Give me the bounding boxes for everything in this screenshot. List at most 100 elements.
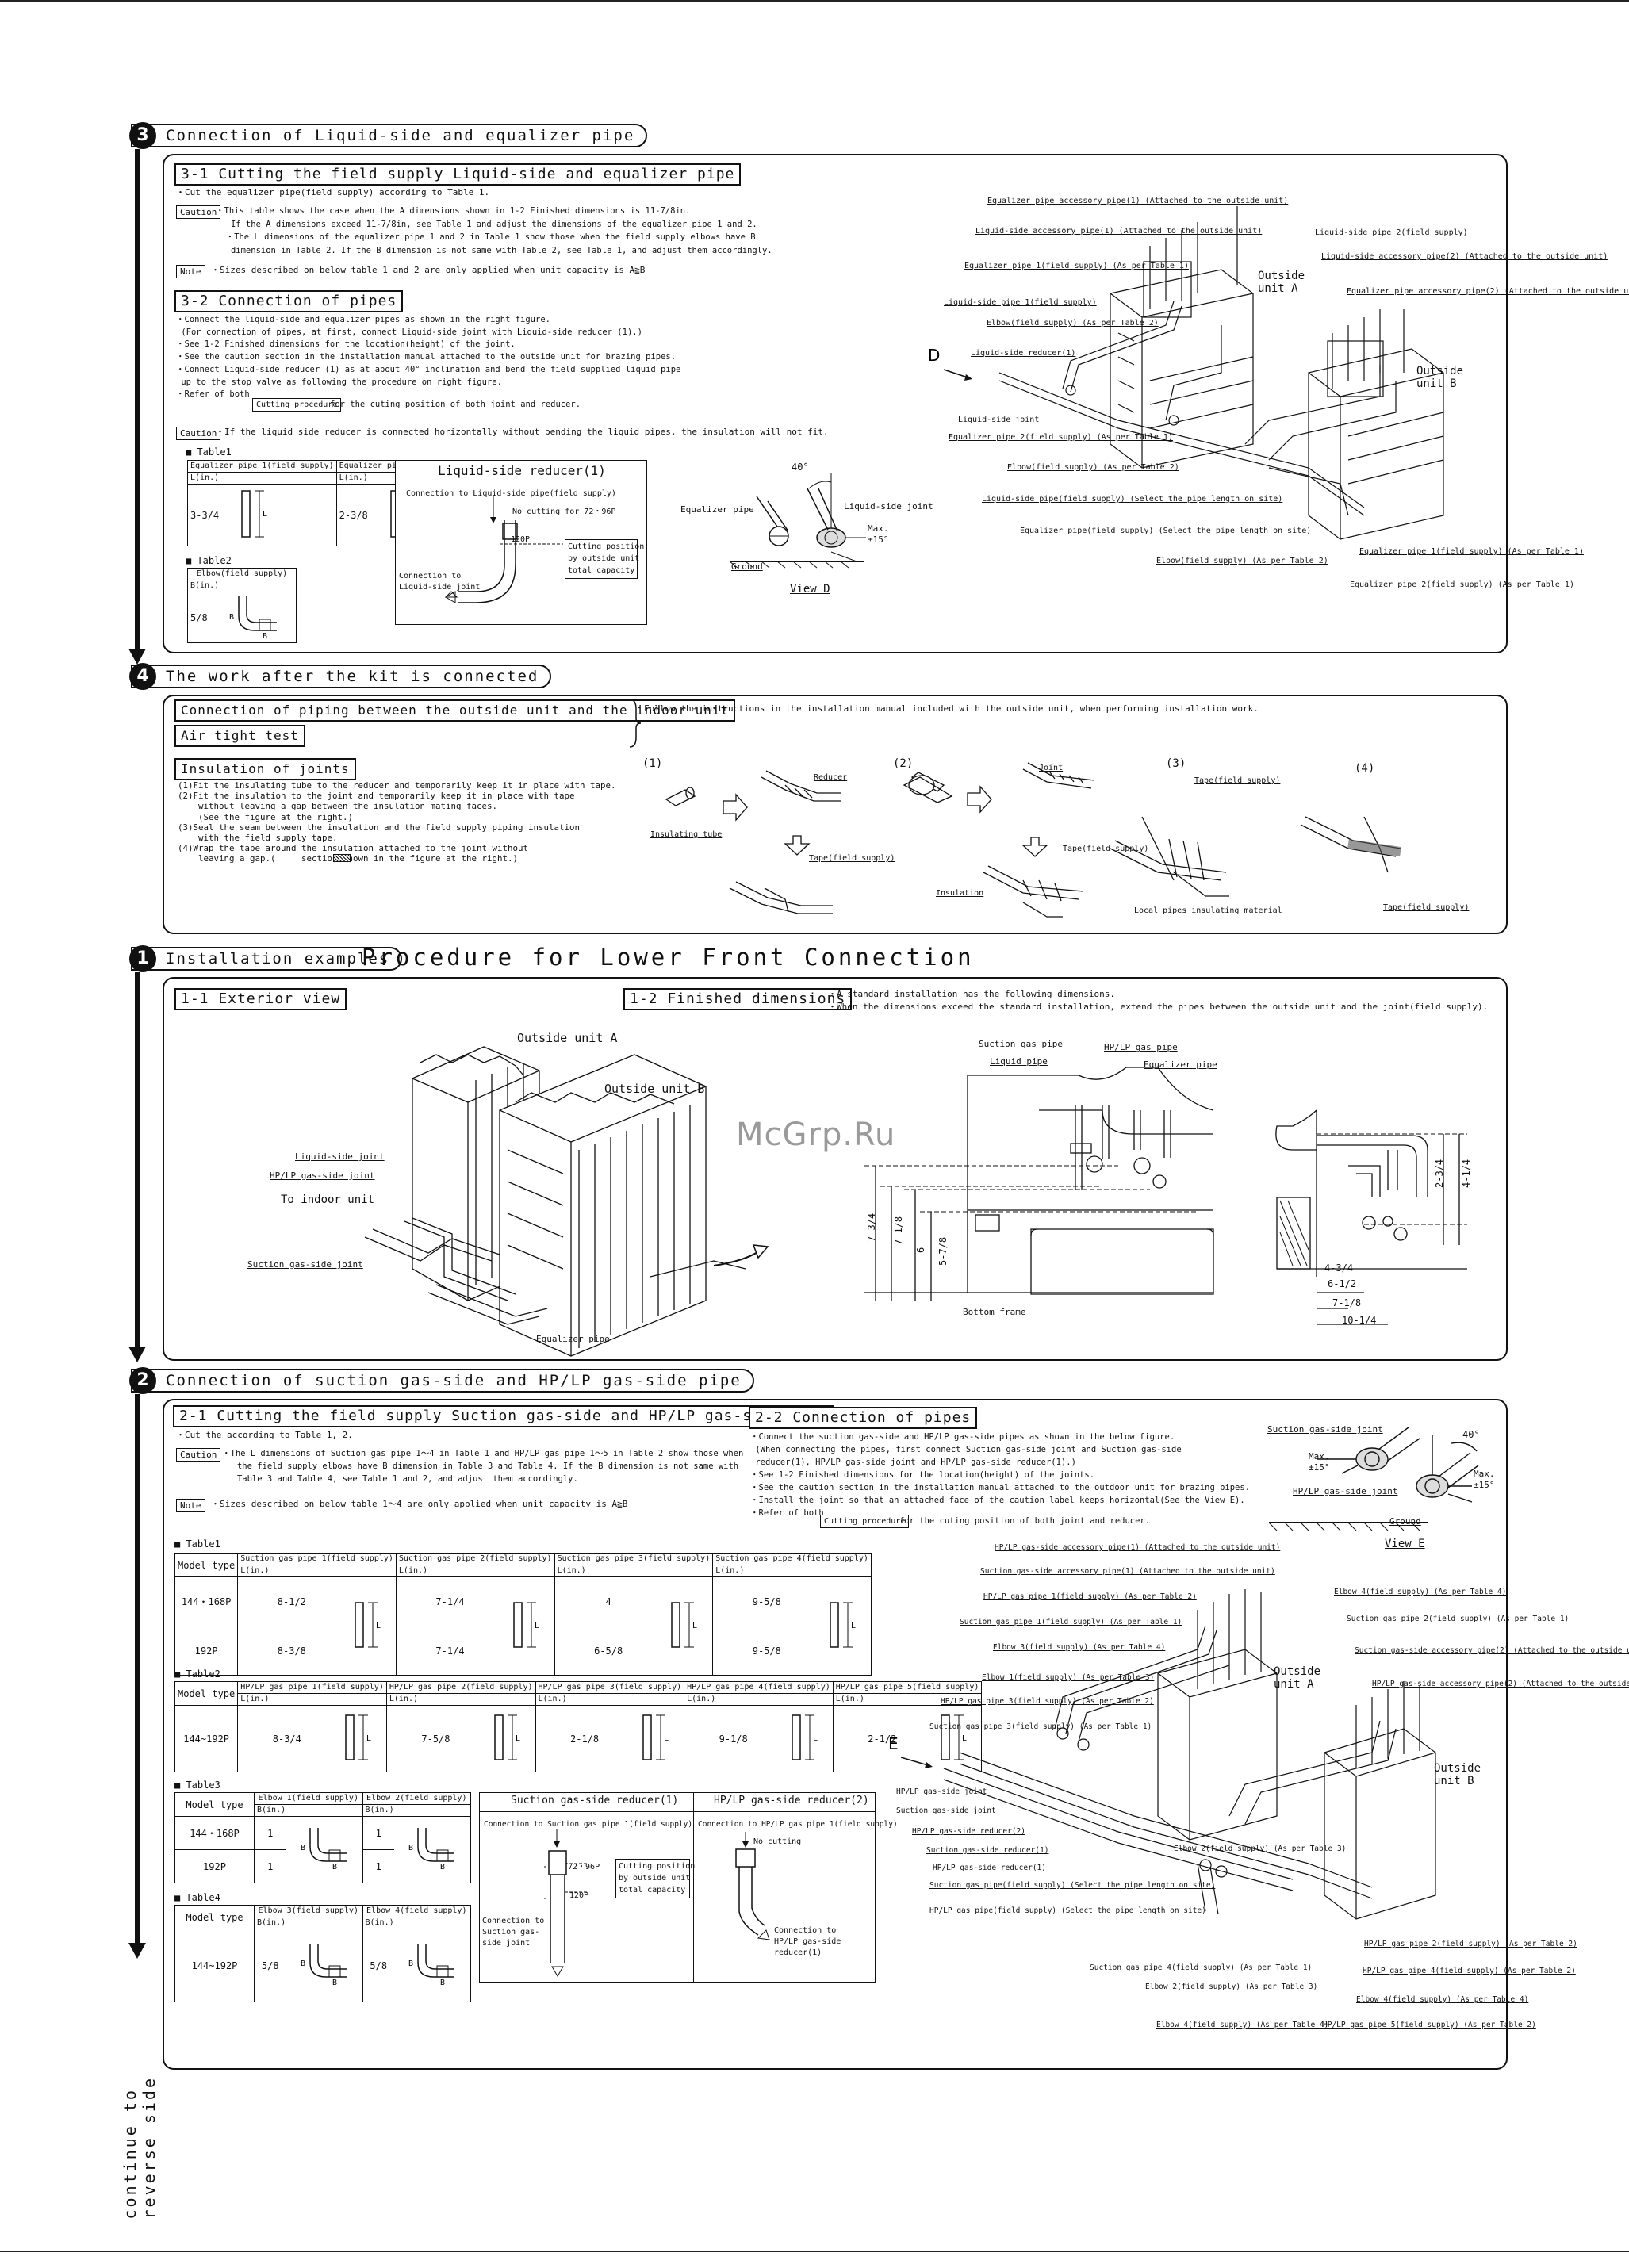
s1-dim-front-1: 7-1/8 <box>893 1216 904 1245</box>
s3-t1-unit1: L(in.) <box>187 472 337 485</box>
section2-header: 2 Connection of suction gas-side and HP/… <box>129 1367 754 1394</box>
s2-fig-label-3: Suction gas pipe 1(field supply) (As per… <box>960 1618 1182 1626</box>
section3-piping-figure: D <box>928 206 1444 540</box>
s2-fig-label-0: HP/LP gas-side accessory pipe(1) (Attach… <box>995 1543 1281 1552</box>
liquid-reducer-drawing <box>444 495 563 603</box>
svg-text:L: L <box>376 1622 381 1630</box>
svg-text:L: L <box>535 1622 539 1630</box>
section3-sub2-heading: 3-2 Connection of pipes <box>174 290 404 312</box>
s2-red1-drawing <box>544 1829 588 1977</box>
s1-dim-side-3: 6-1/2 <box>1328 1278 1357 1289</box>
s2-t1-r0-c4: 9-5/8 <box>712 1576 821 1626</box>
svg-text:B: B <box>440 1863 445 1871</box>
s2-t3-model-head: Model type <box>174 1792 255 1817</box>
s4-local-pipes: Local pipes insulating material <box>1134 906 1282 915</box>
s3-unitA: Outside unit A <box>1258 270 1305 295</box>
section3-caution-text: ・This table shows the case when the A di… <box>216 206 772 255</box>
svg-text:L: L <box>962 1734 967 1743</box>
pipe-length-icon: L <box>830 1602 856 1648</box>
section1-flow-arrow <box>128 1347 146 1362</box>
section4-panel <box>163 695 1508 934</box>
s2-t2-pipe-fig-3: L <box>782 1705 834 1772</box>
s2-t2-unit-2: L(in.) <box>535 1693 685 1706</box>
s2-t1-r1-c3: 6-5/8 <box>554 1626 662 1676</box>
s2-fig-label-4: Elbow 3(field supply) (As per Table 4) <box>993 1643 1166 1652</box>
s2-t1-r1-c1: 8-3/8 <box>237 1626 346 1676</box>
section1-sub1: 1-1 Exterior view <box>174 988 347 1010</box>
s2-t1-r1-c4: 9-5/8 <box>712 1626 821 1676</box>
pipe-length-icon: L <box>792 1714 818 1760</box>
svg-text:B: B <box>263 632 267 641</box>
s2-cutting-procedure-tag: Cutting procedure <box>820 1515 910 1528</box>
s4-tape1: Tape(field supply) <box>809 854 895 863</box>
section4-header: 4 The work after the kit is connected <box>129 663 552 690</box>
s2-table3-label: ■ Table3 <box>174 1780 220 1791</box>
svg-text:B: B <box>301 1960 305 1968</box>
pipe-length-icon: L <box>513 1602 539 1648</box>
s2-t1-r1-model: 192P <box>174 1626 239 1676</box>
pipe-length-icon: L <box>940 1714 967 1760</box>
viewD-angle: 40° <box>792 462 809 473</box>
s2-t3-r0-c2: 1 <box>362 1816 394 1850</box>
s3-table2-label: ■ Table2 <box>186 555 232 566</box>
liquid-reducer-cutpos-box <box>565 539 638 579</box>
s4-reducer: Reducer <box>814 773 848 782</box>
s2-unitA: Outside unit A <box>1274 1665 1321 1691</box>
s2-t1-unit-2: L(in.) <box>554 1565 714 1577</box>
s2-t2-r0-model: 144~192P <box>174 1705 239 1772</box>
s2-t1-unit-3: L(in.) <box>712 1565 872 1577</box>
s2-t1-head-1: Suction gas pipe 2(field supply) <box>395 1553 555 1565</box>
s4-fig3-num: (3) <box>1166 757 1186 770</box>
s4-brace <box>629 699 642 748</box>
s2-t4-unit-1: B(in.) <box>362 1917 471 1929</box>
s2-t3-unit-0: B(in.) <box>254 1804 363 1817</box>
s2-t2-pipe-fig-0: L <box>335 1705 387 1772</box>
section4-box2: Air tight test <box>174 725 305 747</box>
s1-dim-side-2: 4-3/4 <box>1324 1262 1354 1274</box>
s2-red1-cut-box <box>615 1859 690 1898</box>
s2-red1-7296: 72・96P <box>568 1863 600 1871</box>
s2-table1-label: ■ Table1 <box>174 1538 220 1550</box>
section3-flow-bar <box>135 149 140 650</box>
s1-to-indoor: To indoor unit <box>281 1193 375 1206</box>
s2-t2-r0-c2: 7-5/8 <box>385 1705 485 1772</box>
s2-fig-label-8: HP/LP gas-side joint <box>896 1787 987 1796</box>
s2-fig-label-16: Elbow 2(field supply) (As per Table 3) <box>1145 1983 1318 1991</box>
section3-panel <box>163 154 1508 653</box>
s1-bottom-frame: Bottom frame <box>963 1307 1026 1317</box>
elbow-icon: BB <box>301 1828 347 1871</box>
s3-t1-head1: Equalizer pipe 1(field supply) <box>187 460 337 473</box>
svg-text:B: B <box>301 1844 305 1852</box>
s2-table4-label: ■ Table4 <box>174 1892 220 1903</box>
s2-t2-model-head: Model type <box>174 1681 239 1706</box>
s4-tape4: Tape(field supply) <box>1383 903 1470 912</box>
s2-red1-title: Suction gas-side reducer(1) <box>511 1795 679 1806</box>
s2-fig-label-7: Suction gas pipe 3(field supply) (As per… <box>929 1722 1152 1731</box>
section2-sub1-text: ・Cut the according to Table 1, 2. <box>176 1430 353 1440</box>
section2-sub2-text: ・Connect the suction gas-side and HP/LP … <box>750 1432 1251 1518</box>
s2-t3-r0-model: 144・168P <box>174 1816 255 1850</box>
s1-hplp-pipe: HP/LP gas pipe <box>1104 1042 1178 1052</box>
s3-fig-label-13: Equalizer pipe 2(field supply) (As per T… <box>1350 580 1574 589</box>
s2-fig-label-10: HP/LP gas-side reducer(2) <box>912 1827 1025 1836</box>
s3-fig-label-6: Liquid-side joint <box>958 416 1040 424</box>
liquid-reducer-120p: 120P <box>511 535 531 544</box>
section3-note-text: ・Sizes described on below table 1 and 2 … <box>211 265 646 275</box>
svg-text:B: B <box>408 1960 413 1968</box>
section2-sub2: 2-2 Connection of pipes <box>749 1407 978 1429</box>
s3-fig-label-16: Equalizer pipe accessory pipe(2) (Attach… <box>1347 287 1629 296</box>
section3-caution2-text: ・If the liquid side reducer is connected… <box>216 427 829 437</box>
section3-header: 3 Connection of Liquid-side and equalize… <box>129 122 648 149</box>
s3-t2-unit: B(in.) <box>187 580 297 592</box>
section2-sub1: 2-1 Cutting the field supply Suction gas… <box>173 1405 834 1427</box>
s2-t1-head-2: Suction gas pipe 3(field supply) <box>554 1553 714 1565</box>
s2-fig-label-23: HP/LP gas-side accessory pipe(2) (Attach… <box>1372 1680 1629 1688</box>
s2-table3: Model type Elbow 1(field supply) Elbow 2… <box>174 1792 471 1883</box>
finished-dims-side-drawing <box>1275 1109 1467 1325</box>
s2-red2-nocut: No cutting <box>753 1837 802 1846</box>
svg-text:L: L <box>263 510 267 519</box>
s3-fig-label-1: Liquid-side accessory pipe(1) (Attached … <box>975 227 1263 236</box>
section3-sub1-text: ・Cut the equalizer pipe(field supply) ac… <box>176 187 490 197</box>
viewD-max: Max. ±15° <box>868 523 889 545</box>
s1-outsideA: Outside unit A <box>517 1031 618 1045</box>
